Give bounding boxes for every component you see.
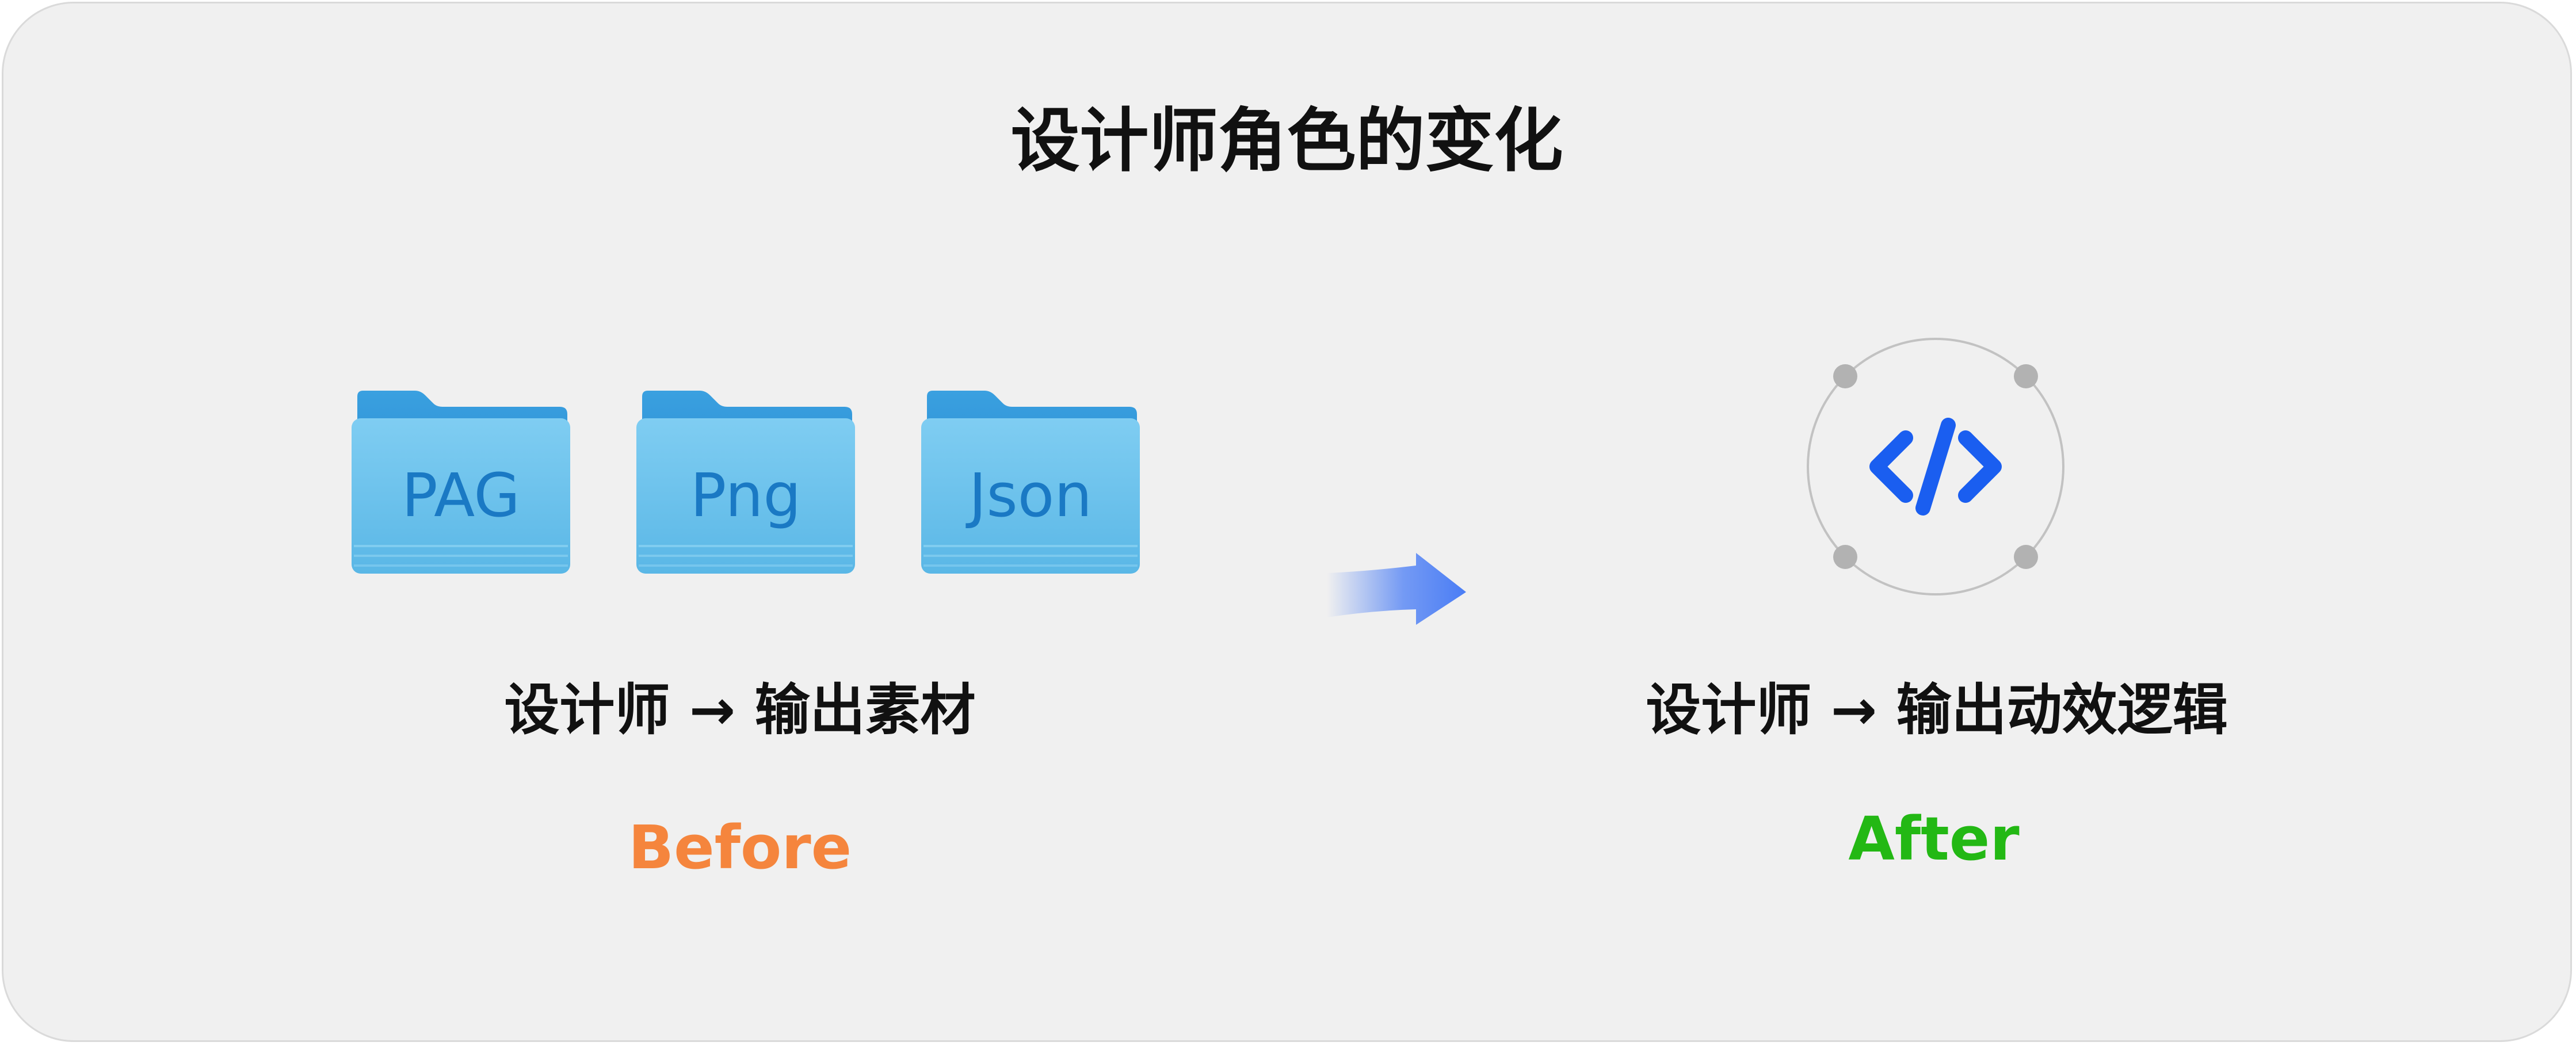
folder-icon	[921, 391, 1140, 574]
code-icon	[1869, 418, 2002, 516]
transition-arrow-icon	[1327, 553, 1466, 625]
folder-icon-png: Png	[636, 391, 855, 578]
before-label: Before	[628, 812, 852, 883]
orbit-dot	[2014, 545, 2038, 569]
orbit-ring	[1807, 338, 2064, 595]
orbit-dot	[1833, 545, 1857, 569]
folder-label: PAG	[402, 460, 520, 530]
folder-icon-json: Json	[921, 391, 1140, 578]
after-label: After	[1848, 804, 2020, 874]
folder-icon	[352, 391, 570, 574]
after-caption: 设计师 → 输出动效逻辑	[1646, 678, 2228, 742]
orbit-dot	[2014, 364, 2038, 388]
code-orbit-graphic	[1807, 338, 2064, 595]
folder-icon	[636, 391, 855, 574]
folder-icon-pag: PAG	[352, 391, 570, 578]
folder-label: Png	[690, 460, 802, 530]
diagram-title: 设计师角色的变化	[1010, 101, 1563, 181]
folder-label: Json	[968, 460, 1093, 530]
before-caption: 设计师 → 输出素材	[504, 678, 976, 742]
orbit-dot	[1833, 364, 1857, 388]
